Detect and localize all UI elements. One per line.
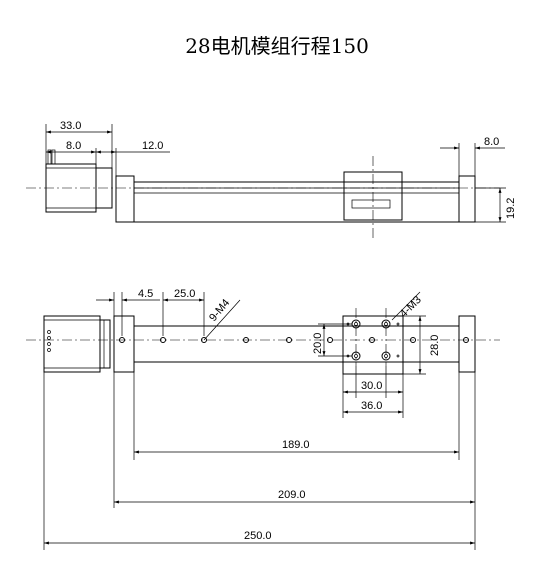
rail-hole [286,337,292,343]
rail-hole [369,337,375,343]
dim-hole-pitch: 25.0 [174,288,195,300]
side-right-end-block [458,175,476,223]
rail-hole [463,337,469,343]
top-right-end-block [458,315,476,373]
side-left-end-block [115,175,135,223]
dim-motor-flange: 8.0 [66,140,81,152]
dim-carriage-length: 36.0 [361,400,382,412]
top-view: 4.5 25.0 9-M4 4-M3 20.0 28.0 30.0 36.0 [26,288,500,550]
dim-carriage-hole-pitch-y: 20.0 [312,333,324,354]
rail-hole [119,337,125,343]
dim-height: 19.2 [505,198,517,219]
top-motor [43,315,101,373]
dim-overall-length: 250.0 [244,530,272,542]
rail-hole [410,337,416,343]
top-rail [133,325,460,363]
dim-motor-length: 33.0 [60,120,81,132]
dim-carriage-hole-pitch-x: 30.0 [361,380,382,392]
rail-hole [160,337,166,343]
label-rail-holes: 9-M4 [207,297,232,324]
dim-gap-to-rail: 12.0 [142,140,163,152]
top-carriage [342,315,404,375]
dim-end-block: 8.0 [484,136,499,148]
rail-hole [243,337,249,343]
rail-hole [327,337,333,343]
page-title: 28电机模组行程150 [185,34,369,58]
top-motor-flange [99,319,111,369]
side-view: 33.0 8.0 12.0 8.0 19.2 [26,120,517,238]
rail-hole [201,337,207,343]
top-motor-connector [47,330,51,352]
rail-holes [119,337,469,343]
dim-carriage-width: 28.0 [429,335,441,356]
dim-hole-span: 189.0 [282,439,310,451]
top-left-end-block [113,315,135,373]
dim-rail-length: 209.0 [278,489,306,501]
dim-edge-to-hole: 4.5 [138,288,153,300]
